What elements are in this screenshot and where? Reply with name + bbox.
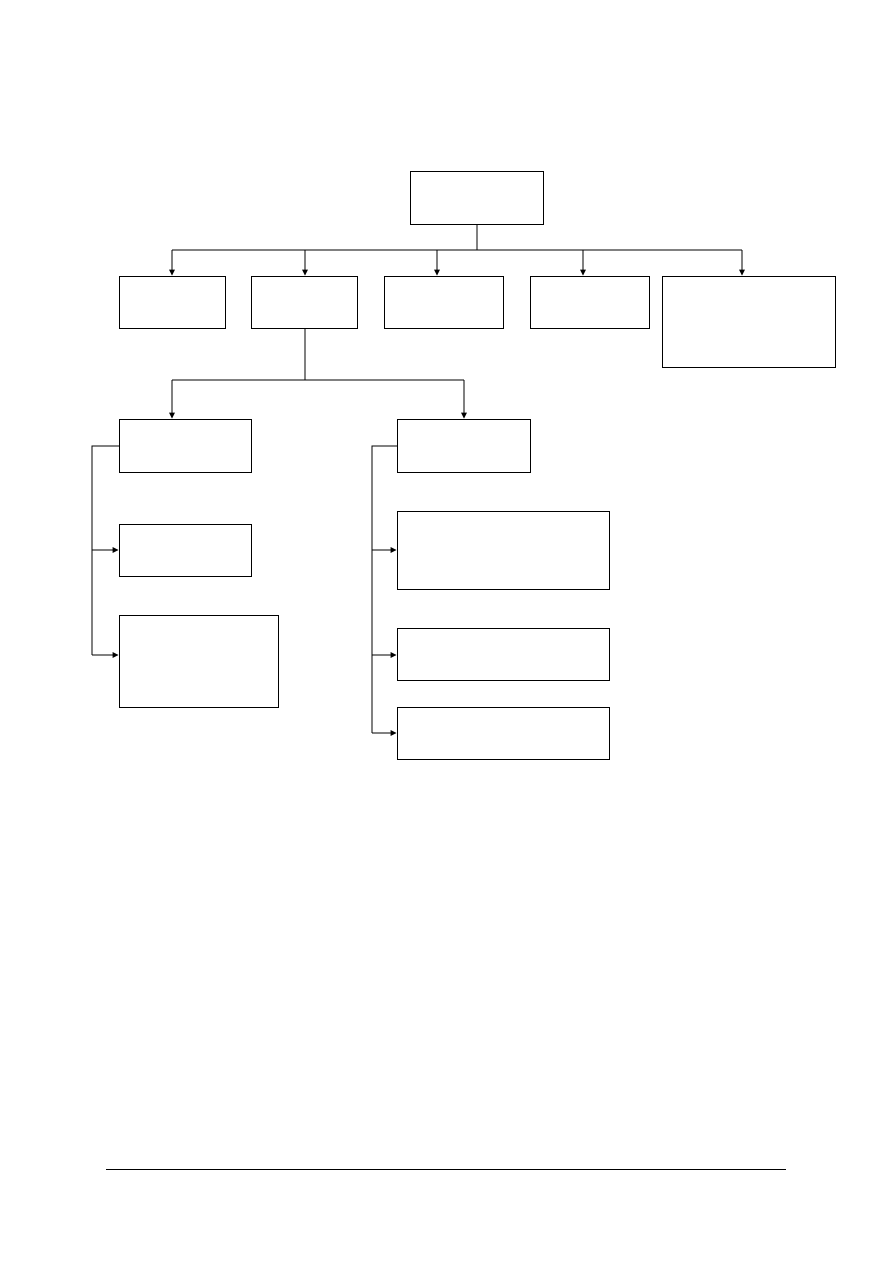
node-level1-e (662, 276, 836, 368)
connector-right-spine (371, 445, 397, 733)
node-level1-a (119, 276, 226, 329)
node-level1-d (530, 276, 650, 329)
node-level1-c (384, 276, 504, 329)
node-right-child-3 (397, 707, 610, 760)
node-level1-b (251, 276, 358, 329)
node-right-child-2 (397, 628, 610, 681)
node-level2-right (397, 419, 531, 473)
node-right-child-1 (397, 511, 610, 590)
connector-lines (91, 224, 745, 736)
node-left-child-2 (119, 615, 279, 708)
node-left-child-1 (119, 524, 252, 577)
node-root (410, 171, 544, 225)
connector-left-spine (91, 445, 119, 655)
node-level2-left (119, 419, 252, 473)
